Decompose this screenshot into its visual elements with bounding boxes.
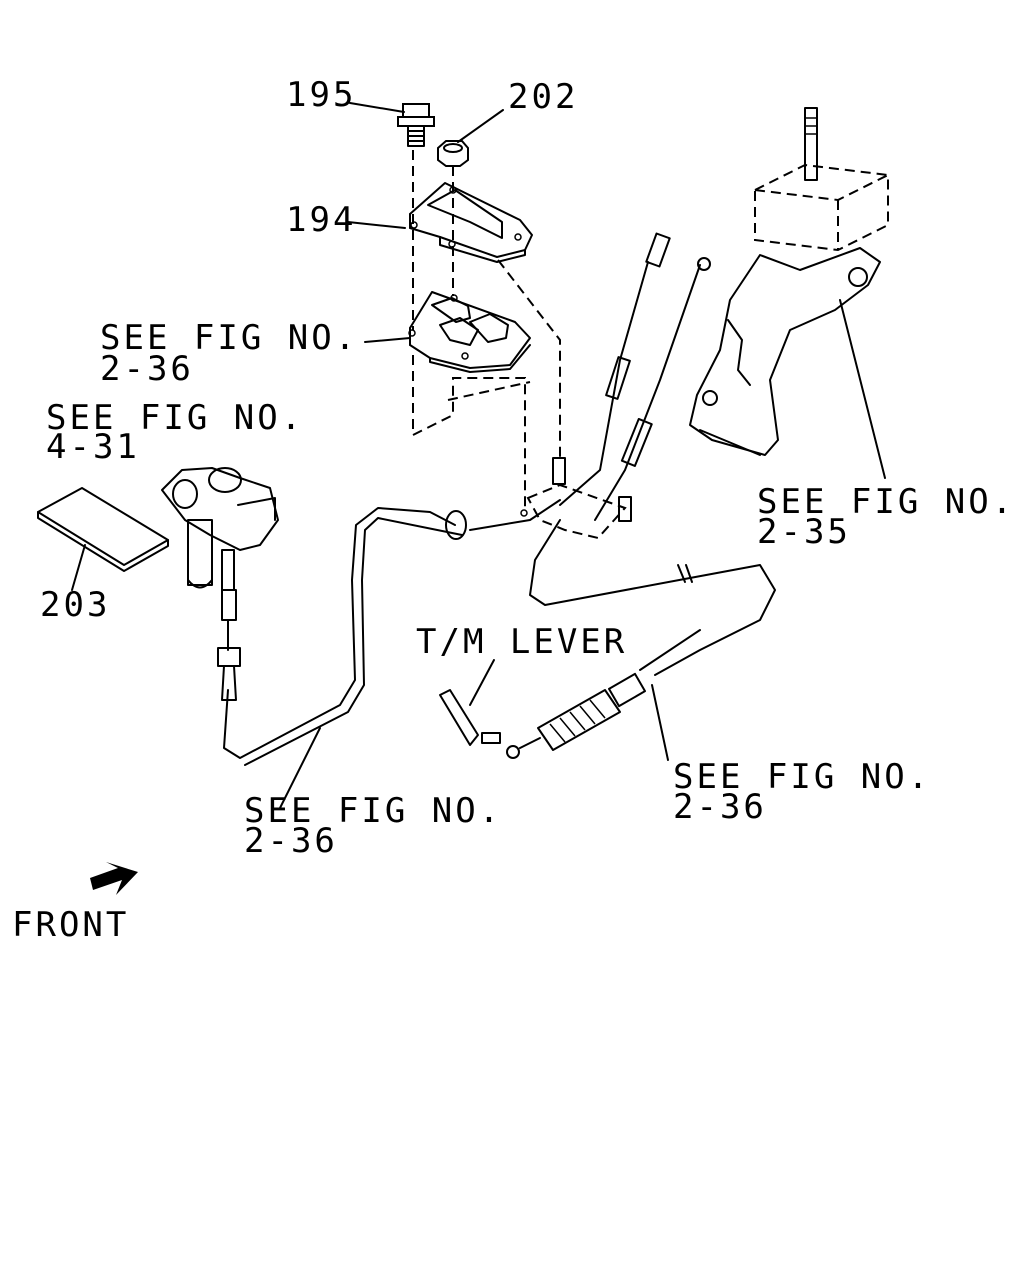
- bracket-194: [409, 182, 533, 263]
- ref-4-31-line1: SEE FIG NO.: [46, 398, 305, 438]
- ref-2-36-top-line1: SEE FIG NO.: [100, 318, 359, 358]
- select-cable: [469, 499, 776, 676]
- front-label: FRONT: [12, 905, 130, 945]
- nut-202: [437, 140, 469, 167]
- ref-2-36-bottom-line2: 2-36: [244, 821, 338, 861]
- transfer-shifter-unit: [161, 467, 279, 701]
- leader-2-36-bottom: [279, 727, 321, 809]
- leader-2-36-top: [364, 337, 411, 343]
- callout-194: 194: [286, 200, 357, 240]
- ref-2-36-right-line2: 2-36: [673, 787, 767, 827]
- callout-203: 203: [40, 585, 111, 625]
- leader-2-35: [839, 299, 886, 479]
- ref-4-31-line2: 4-31: [46, 427, 140, 467]
- bolt-195: [397, 103, 435, 147]
- callout-195: 195: [286, 75, 357, 115]
- floor-bracket: [520, 457, 632, 540]
- leader-195: [349, 102, 405, 113]
- ref-2-36-top-line2: 2-36: [100, 349, 194, 389]
- shift-cable-loop: [223, 507, 467, 766]
- tm-lever-cable: [439, 629, 701, 759]
- leader-202: [457, 109, 504, 143]
- shift-base-plate: [408, 291, 531, 373]
- tm-lever-label: T/M LEVER: [416, 622, 628, 662]
- ref-2-36-bottom-line1: SEE FIG NO.: [244, 791, 503, 831]
- callout-202: 202: [508, 77, 579, 117]
- front-arrow-icon: [90, 862, 138, 895]
- leader-2-36-right: [651, 684, 669, 761]
- leader-194: [347, 221, 406, 229]
- alignment-dashes: [412, 150, 561, 510]
- shift-cables: [559, 232, 711, 521]
- leader-203: [71, 544, 86, 591]
- ref-2-36-right-line1: SEE FIG NO.: [673, 757, 932, 797]
- ref-2-35-line2: 2-35: [757, 512, 851, 552]
- leader-tm-lever: [469, 659, 495, 706]
- label-card-203: [37, 487, 169, 572]
- ref-2-35-line1: SEE FIG NO.: [757, 482, 1016, 522]
- shift-lever-housing: [689, 107, 889, 456]
